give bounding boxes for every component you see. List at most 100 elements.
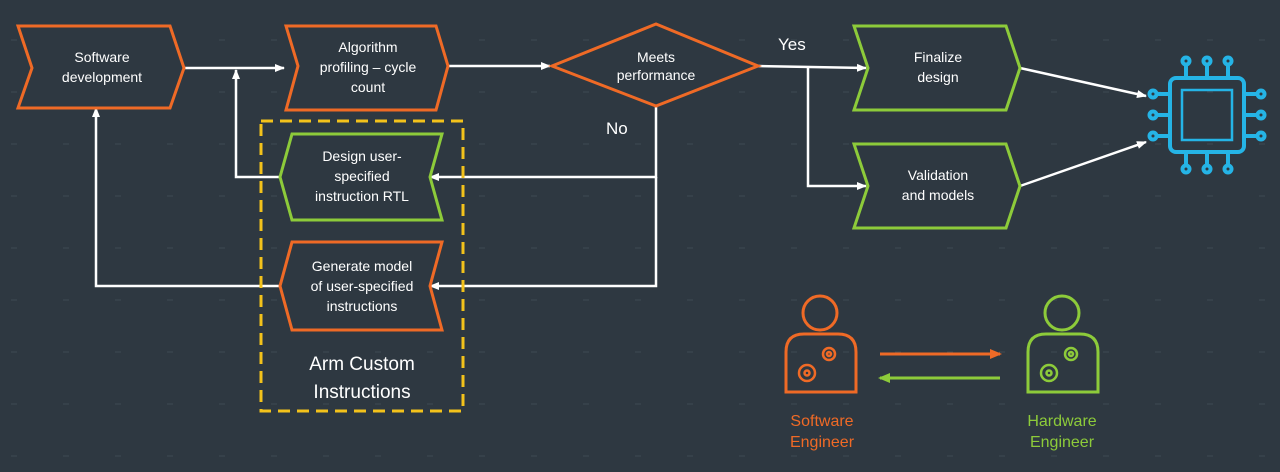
background-plus-mark xyxy=(271,403,277,405)
background-plus-mark xyxy=(1155,455,1161,457)
background-plus-mark xyxy=(479,403,485,405)
background-plus-mark xyxy=(167,299,173,301)
chevron-shape xyxy=(278,132,444,222)
background-plus-mark xyxy=(479,143,485,145)
background-plus-mark xyxy=(219,39,225,41)
background-plus-mark xyxy=(1051,403,1057,405)
background-plus-mark xyxy=(167,403,173,405)
background-plus-mark xyxy=(791,39,797,41)
background-plus-mark xyxy=(739,403,745,405)
chevron-shape xyxy=(283,24,450,112)
arrow-validation-to-chip xyxy=(1019,140,1147,188)
background-pattern xyxy=(11,39,1265,457)
chevron-shape xyxy=(15,24,186,110)
background-plus-mark xyxy=(843,247,849,249)
background-plus-mark xyxy=(687,247,693,249)
background-plus-mark xyxy=(1051,195,1057,197)
background-plus-mark xyxy=(63,195,69,197)
node-label-line-1: Validation xyxy=(908,167,968,183)
background-plus-mark xyxy=(219,247,225,249)
background-plus-mark xyxy=(895,351,901,353)
background-plus-mark xyxy=(1155,143,1161,145)
background-plus-mark xyxy=(479,247,485,249)
node-design-rtl: Design user- specified instruction RTL xyxy=(278,132,444,222)
background-plus-mark xyxy=(1103,143,1109,145)
node-label-line-1: Design user- xyxy=(322,148,402,164)
background-plus-mark xyxy=(531,91,537,93)
node-label-line-1: Generate model xyxy=(312,258,412,274)
background-plus-mark xyxy=(1103,195,1109,197)
background-plus-mark xyxy=(583,143,589,145)
node-label-line-3: instruction RTL xyxy=(315,188,409,204)
background-plus-mark xyxy=(271,247,277,249)
background-plus-mark xyxy=(791,455,797,457)
background-plus-mark xyxy=(739,299,745,301)
background-plus-mark xyxy=(895,403,901,405)
background-plus-mark xyxy=(1155,247,1161,249)
background-plus-mark xyxy=(63,247,69,249)
background-plus-mark xyxy=(999,351,1005,353)
background-plus-mark xyxy=(1051,39,1057,41)
node-label-line-2: and models xyxy=(902,187,974,203)
background-plus-mark xyxy=(583,299,589,301)
background-plus-mark xyxy=(1103,299,1109,301)
background-plus-mark xyxy=(219,91,225,93)
chevron-shape xyxy=(278,240,444,332)
custom-instructions-frame xyxy=(259,119,465,413)
background-plus-mark xyxy=(11,351,17,353)
background-plus-mark xyxy=(479,299,485,301)
background-plus-mark xyxy=(219,143,225,145)
background-plus-mark xyxy=(791,403,797,405)
background-plus-mark xyxy=(375,455,381,457)
background-plus-mark xyxy=(843,91,849,93)
software-engineer-icon xyxy=(784,294,858,394)
background-plus-mark xyxy=(739,351,745,353)
node-software-development: Software development xyxy=(15,24,186,110)
background-plus-mark xyxy=(1207,91,1213,93)
node-finalize-design: Finalize design xyxy=(851,24,1022,112)
connectors xyxy=(92,62,1147,290)
node-algorithm-profiling: Algorithm profiling – cycle count xyxy=(283,24,450,112)
background-plus-mark xyxy=(531,299,537,301)
background-plus-mark xyxy=(583,351,589,353)
custom-instructions-title-line-2: Instructions xyxy=(313,382,410,403)
background-plus-mark xyxy=(63,455,69,457)
background-plus-mark xyxy=(323,455,329,457)
background-plus-mark xyxy=(895,455,901,457)
node-label-line-1: Finalize xyxy=(914,49,962,65)
background-plus-mark xyxy=(1103,247,1109,249)
background-plus-mark xyxy=(1259,455,1265,457)
arrow-no-to-generate-model xyxy=(429,177,658,290)
background-plus-mark xyxy=(1103,39,1109,41)
background-plus-mark xyxy=(687,195,693,197)
background-plus-mark xyxy=(635,247,641,249)
background-plus-mark xyxy=(479,455,485,457)
arrow-finalize-to-chip xyxy=(1019,66,1147,98)
node-label-line-2: development xyxy=(62,69,142,85)
hardware-engineer-label-line-2: Engineer xyxy=(1030,434,1095,451)
background-plus-mark xyxy=(1051,299,1057,301)
background-plus-mark xyxy=(791,247,797,249)
background-plus-mark xyxy=(843,143,849,145)
background-plus-mark xyxy=(1259,39,1265,41)
software-engineer-label-line-2: Engineer xyxy=(790,434,855,451)
background-plus-mark xyxy=(479,351,485,353)
node-label-line-2: specified xyxy=(334,168,389,184)
background-plus-mark xyxy=(947,455,953,457)
background-plus-mark xyxy=(635,455,641,457)
gear-icon xyxy=(1039,346,1079,383)
background-plus-mark xyxy=(1051,91,1057,93)
background-plus-mark xyxy=(219,455,225,457)
background-plus-mark xyxy=(63,351,69,353)
background-plus-mark xyxy=(531,351,537,353)
background-plus-mark xyxy=(635,403,641,405)
custom-instructions-title-line-1: Arm Custom xyxy=(309,354,415,375)
hardware-engineer-icon xyxy=(1026,294,1100,394)
background-plus-mark xyxy=(115,143,121,145)
background-plus-mark xyxy=(271,299,277,301)
background-plus-mark xyxy=(115,299,121,301)
background-plus-mark xyxy=(479,91,485,93)
arrow-generate-model-to-software xyxy=(92,107,282,288)
background-plus-mark xyxy=(375,351,381,353)
background-plus-mark xyxy=(843,455,849,457)
